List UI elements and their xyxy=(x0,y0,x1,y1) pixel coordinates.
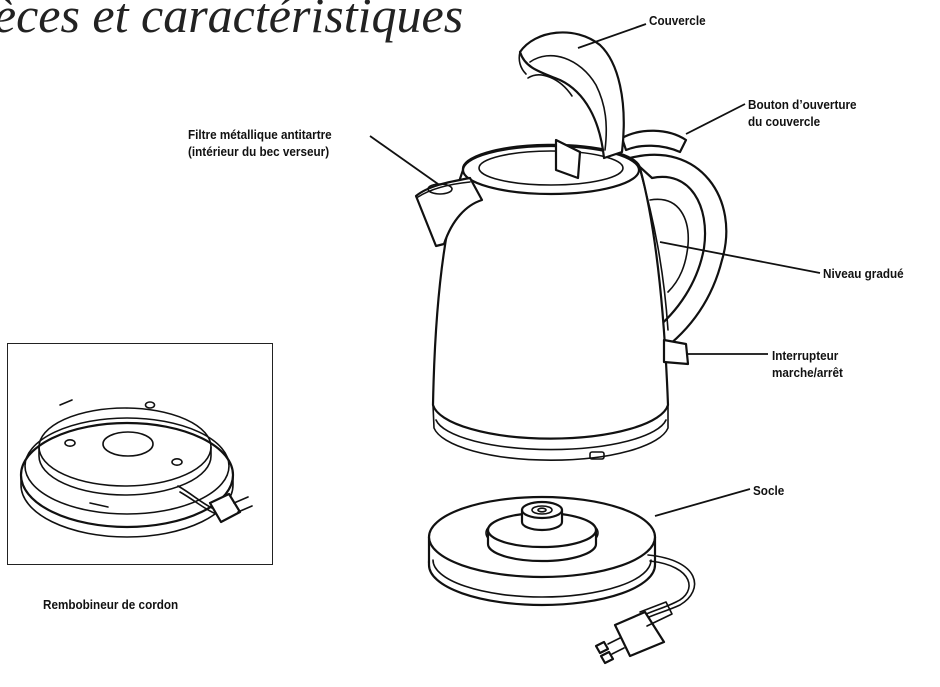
label-bouton-ouverture: Bouton d’ouverture du couvercle xyxy=(748,96,857,130)
cord-wrap-base-illustration xyxy=(19,399,253,538)
label-rembobineur-text: Rembobineur de cordon xyxy=(43,597,179,612)
label-niveau-gradue: Niveau gradué xyxy=(823,265,904,282)
label-socle: Socle xyxy=(753,482,784,499)
label-interrupteur-line2: marche/arrêt xyxy=(772,365,843,380)
kettle-illustration xyxy=(414,31,728,461)
label-socle-text: Socle xyxy=(753,483,785,498)
label-filtre: Filtre métallique antitartre (intérieur … xyxy=(188,126,332,160)
label-bouton-line2: du couvercle xyxy=(748,114,821,129)
label-interrupteur: Interrupteur marche/arrêt xyxy=(772,347,843,381)
label-rembobineur: Rembobineur de cordon xyxy=(43,596,178,613)
label-bouton-line1: Bouton d’ouverture xyxy=(748,97,857,112)
label-niveau-text: Niveau gradué xyxy=(823,266,904,281)
label-filtre-line2: (intérieur du bec verseur) xyxy=(188,144,330,159)
kettle-base-illustration xyxy=(427,495,696,665)
label-interrupteur-line1: Interrupteur xyxy=(772,348,839,363)
cord-wrap-inset-frame xyxy=(7,343,273,565)
leader-lines xyxy=(369,23,821,517)
label-filtre-line1: Filtre métallique antitartre xyxy=(188,127,332,142)
label-couvercle-text: Couvercle xyxy=(649,13,706,28)
label-couvercle: Couvercle xyxy=(649,12,706,29)
page-title: ièces et caractéristiques xyxy=(0,0,464,43)
